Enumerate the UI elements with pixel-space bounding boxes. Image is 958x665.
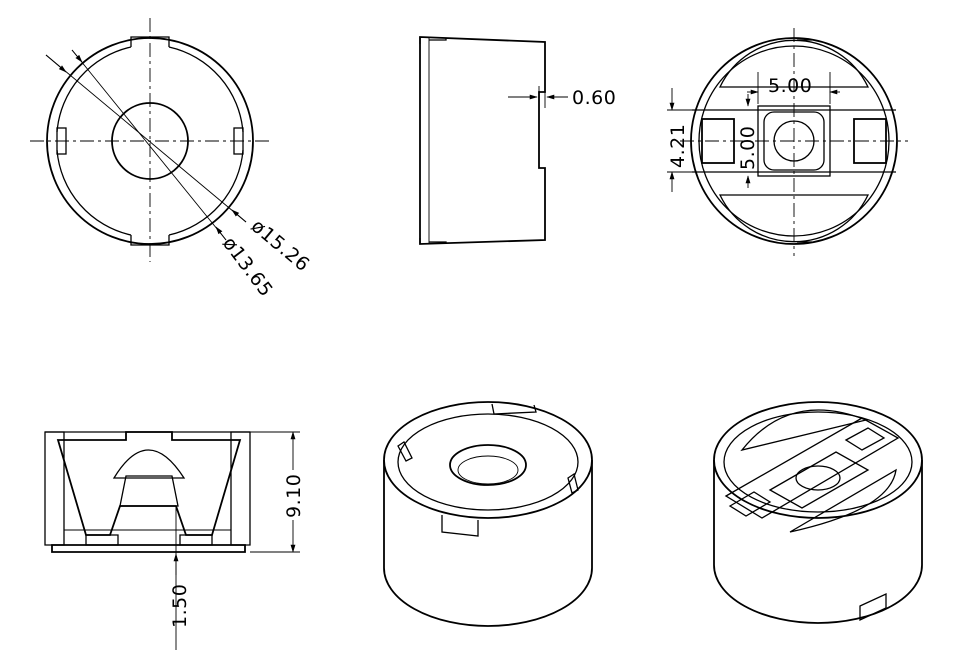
dim-section-depth: 1.50	[169, 584, 191, 628]
bottom-view: 5.00 5.00 4.21	[667, 28, 908, 256]
iso-view-top	[383, 401, 593, 627]
side-view: 0.60	[419, 36, 616, 245]
dim-leader-outer	[45, 54, 247, 223]
iso-b-clip	[859, 592, 887, 622]
side-tab-bottom	[419, 238, 447, 244]
dim-step: 0.60	[572, 87, 616, 109]
section-base	[51, 544, 246, 553]
top-view: ø15.26 ø13.65	[30, 18, 314, 301]
dim-height: 5.00	[737, 126, 759, 170]
iso-b-slot-lower	[789, 468, 897, 533]
section-lens-body	[56, 431, 242, 536]
iso-b-body	[713, 460, 923, 624]
side-tab-top	[419, 37, 447, 44]
side-outline	[419, 36, 546, 245]
dim-section-height: 9.10	[283, 474, 305, 518]
section-view: 9.10 1.50	[44, 431, 305, 650]
section-wall-right	[230, 431, 251, 546]
iso-view-bottom	[713, 401, 923, 624]
iso-a-hole	[449, 444, 527, 486]
iso-a-body	[383, 460, 593, 627]
dim-leader-inner	[71, 49, 227, 241]
dim-slot: 4.21	[667, 124, 689, 168]
iso-a-notch-front	[441, 515, 479, 537]
iso-b-slot-upper	[740, 409, 869, 452]
bottom-ticks	[797, 39, 812, 243]
top-inner-rim	[56, 46, 244, 236]
dim-width: 5.00	[768, 75, 812, 97]
